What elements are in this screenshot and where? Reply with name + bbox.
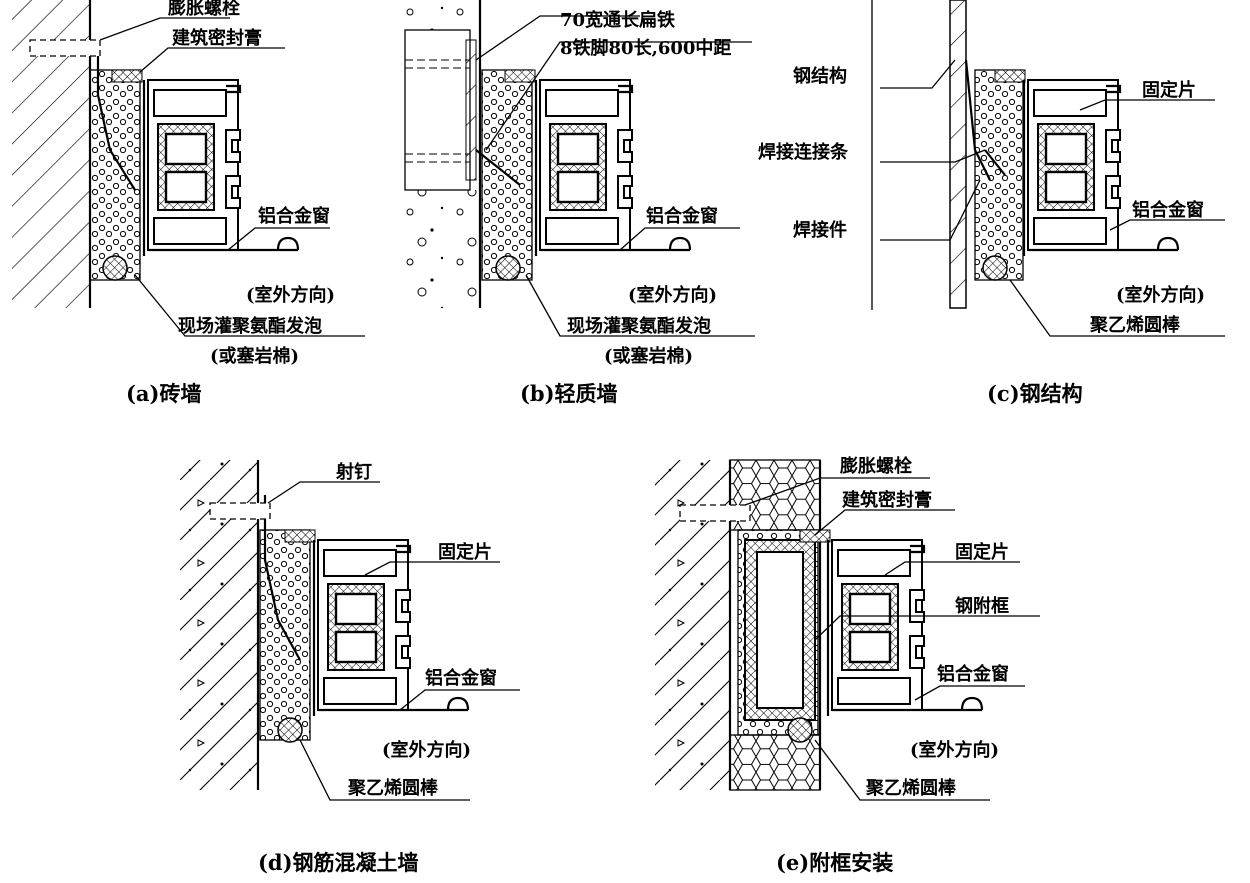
label-weld-strip: 焊接连接条 bbox=[758, 141, 849, 163]
label-nail: 射钉 bbox=[335, 461, 372, 483]
caption-c: (c)钢结构 bbox=[987, 381, 1083, 406]
label-aluminum-window-c: 铝合金窗 bbox=[1132, 199, 1204, 221]
sealant-c bbox=[994, 69, 1026, 83]
foam-fill bbox=[89, 69, 141, 281]
aluminum-window-frame bbox=[142, 78, 300, 258]
label-fixing-piece-c: 固定片 bbox=[1142, 79, 1196, 101]
label-outdoor-d: (室外方向) bbox=[382, 739, 471, 761]
expansion-bolt-e bbox=[679, 504, 751, 522]
aluminum-window-frame-e bbox=[826, 538, 984, 718]
label-sealant-a: 建筑密封膏 bbox=[172, 27, 262, 49]
anchor-strap bbox=[96, 40, 136, 191]
caption-a: (a)砖墙 bbox=[126, 381, 201, 406]
foam-fill-c bbox=[974, 69, 1024, 281]
sealant-e bbox=[799, 529, 831, 543]
label-expansion-bolt-e: 膨胀螺栓 bbox=[839, 455, 912, 477]
label-sealant-e: 建筑密封膏 bbox=[842, 489, 932, 511]
nail bbox=[209, 502, 271, 520]
label-iron-foot: 8铁脚80长,600中距 bbox=[560, 37, 731, 59]
backer-rod-b bbox=[495, 255, 521, 281]
label-foam-a: 现场灌聚氨酯发泡 bbox=[178, 315, 322, 337]
label-flat-iron: 70宽通长扁铁 bbox=[560, 9, 675, 31]
caption-d: (d)钢筋混凝土墙 bbox=[258, 850, 419, 875]
label-expansion-bolt-a: 膨胀螺栓 bbox=[167, 0, 240, 19]
sealant-d bbox=[284, 529, 316, 543]
steel-structure bbox=[949, 0, 967, 309]
panel-b: 70宽通长扁铁 8铁脚80长,600中距 铝合金窗 (室外方向) 现场灌聚氨酯发… bbox=[404, 0, 755, 406]
label-aluminum-window-b: 铝合金窗 bbox=[646, 205, 718, 227]
label-rockwool-a: (或塞岩棉) bbox=[210, 345, 299, 367]
label-aluminum-window-d: 铝合金窗 bbox=[425, 667, 497, 689]
light-wall-top bbox=[405, 0, 475, 30]
aluminum-window-frame-b bbox=[534, 78, 692, 258]
label-weld-piece: 焊接件 bbox=[793, 219, 847, 241]
light-wall-panel bbox=[404, 29, 471, 191]
caption-e: (e)附框安装 bbox=[776, 850, 893, 875]
label-backer-rod-c: 聚乙烯圆棒 bbox=[1089, 314, 1181, 336]
label-fixing-piece-d: 固定片 bbox=[438, 541, 492, 563]
aluminum-window-frame-c bbox=[1022, 78, 1180, 258]
label-outdoor-c: (室外方向) bbox=[1116, 284, 1205, 306]
label-aluminum-window-e: 铝合金窗 bbox=[937, 663, 1009, 685]
label-outdoor-e: (室外方向) bbox=[910, 739, 999, 761]
label-aluminum-window-a: 铝合金窗 bbox=[258, 205, 330, 227]
label-outdoor-a: (室外方向) bbox=[246, 284, 335, 306]
label-outdoor-b: (室外方向) bbox=[628, 284, 717, 306]
flat-iron bbox=[465, 39, 477, 181]
weld-strip bbox=[964, 59, 991, 181]
backer-rod-e bbox=[787, 717, 813, 743]
label-steel-structure: 钢结构 bbox=[793, 65, 847, 87]
label-backer-rod-e: 聚乙烯圆棒 bbox=[865, 777, 957, 799]
insulation-bottom bbox=[729, 734, 821, 791]
label-backer-rod-d: 聚乙烯圆棒 bbox=[347, 777, 439, 799]
panel-e: 膨胀螺栓 建筑密封膏 固定片 钢附框 铝合金窗 (室外方向) 聚乙烯圆棒 (e)… bbox=[655, 455, 1040, 875]
backer-rod-d bbox=[277, 717, 303, 743]
panel-a: 膨胀螺栓 建筑密封膏 铝合金窗 (室外方向) 现场灌聚氨酯发泡 (或塞岩棉) (… bbox=[12, 0, 365, 406]
label-fixing-piece-e: 固定片 bbox=[955, 541, 1009, 563]
panel-d: 射钉 固定片 铝合金窗 (室外方向) 聚乙烯圆棒 (d)钢筋混凝土墙 bbox=[180, 460, 520, 875]
sealant bbox=[111, 69, 143, 83]
caption-b: (b)轻质墙 bbox=[520, 381, 618, 406]
light-wall-bottom bbox=[405, 190, 480, 308]
backer-rod bbox=[102, 255, 128, 281]
panel-c: 钢结构 固定片 焊接连接条 铝合金窗 焊接件 (室外方向) 聚乙烯圆棒 (c)钢… bbox=[758, 0, 1225, 406]
label-foam-b: 现场灌聚氨酯发泡 bbox=[567, 315, 711, 337]
label-steel-subframe: 钢附框 bbox=[955, 595, 1009, 617]
expansion-bolt bbox=[29, 39, 101, 57]
backer-rod-c bbox=[982, 255, 1008, 281]
anchor-strap-d bbox=[263, 495, 301, 661]
label-rockwool-b: (或塞岩棉) bbox=[604, 345, 693, 367]
iron-foot bbox=[475, 149, 521, 186]
sealant-b bbox=[504, 69, 536, 83]
